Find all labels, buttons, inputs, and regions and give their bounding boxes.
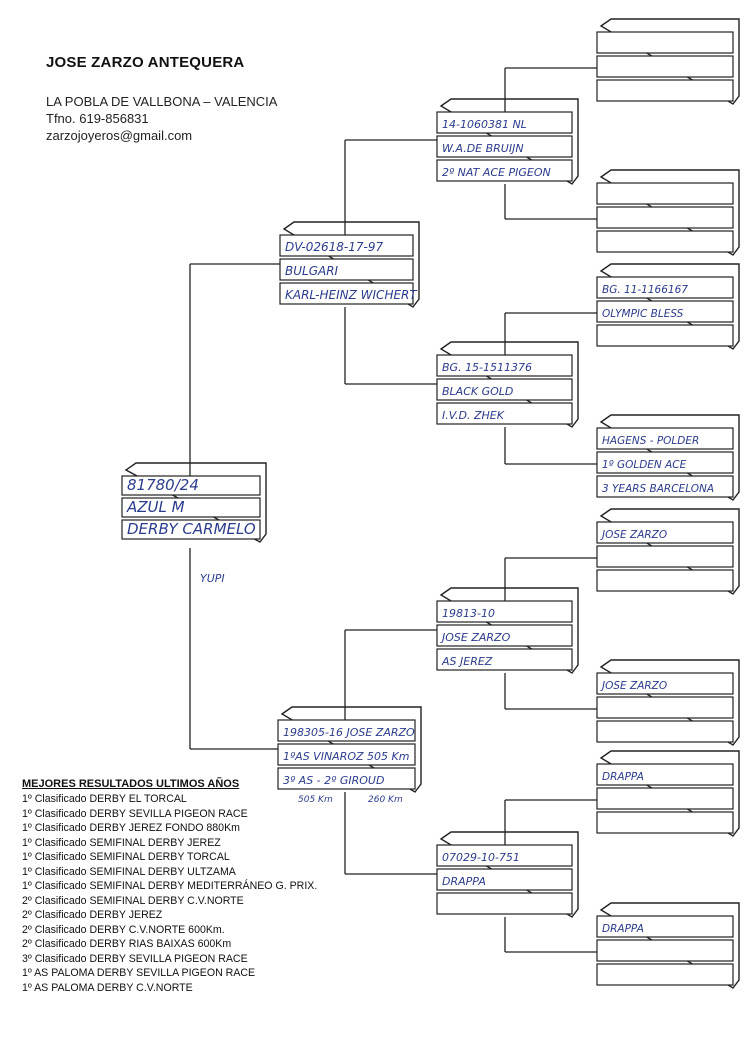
result-item: 2º Clasificado SEMIFINAL DERBY C.V.NORTE (22, 894, 244, 907)
subject-note: YUPI (200, 572, 225, 585)
ggp-box-slot (596, 696, 734, 719)
ggp-box-text: JOSE ZARZO (600, 680, 667, 692)
dam-sire-box-slot (436, 648, 573, 671)
sire-box-text: BULGARI (285, 264, 339, 278)
sire-box-text: KARL-HEINZ WICHERT (285, 288, 418, 302)
ggp-box-slot (596, 182, 734, 205)
sire-dam-box-text: I.V.D. ZHEK (442, 409, 505, 422)
dam-box-text: 3º AS - 2º GIROUD (283, 774, 384, 787)
result-item: 1º AS PALOMA DERBY C.V.NORTE (22, 981, 193, 994)
ggp-box-slot (596, 763, 734, 786)
sire-dam-box-slot (436, 378, 573, 401)
sire-sire-box-text: 2º NAT ACE PIGEON (442, 166, 551, 179)
result-item: 3º Clasificado DERBY SEVILLA PIGEON RACE (22, 952, 248, 965)
dam-box-slot (277, 767, 416, 790)
owner-phone: Tfno. 619-856831 (46, 111, 149, 126)
owner-name: JOSE ZARZO ANTEQUERA (46, 54, 245, 71)
sire-box-slot (279, 234, 414, 257)
result-item: 1º Clasificado DERBY EL TORCAL (22, 793, 187, 805)
sire-dam-box-text: BG. 15-1511376 (442, 361, 532, 374)
ggp-box-text: DRAPPA (602, 771, 644, 783)
ggp-box-slot (596, 324, 734, 347)
result-item: 1º Clasificado DERBY SEVILLA PIGEON RACE (22, 807, 248, 820)
sire-dam-box-slot (436, 402, 573, 425)
result-item: 2º Clasificado DERBY C.V.NORTE 600Km. (22, 923, 225, 936)
ggp-box-slot (596, 545, 734, 568)
ggp-box-slot (596, 720, 734, 743)
sire-sire-box-text: 14-1060381 NL (442, 118, 527, 131)
subject-box-slot (121, 519, 261, 540)
subject-box-slot (121, 475, 261, 496)
ggp-box-text: 3 YEARS BARCELONA (602, 483, 714, 495)
ggp-box-slot (596, 811, 734, 834)
dam-box-slot (277, 743, 416, 766)
ggp-box-text: OLYMPIC BLESS (602, 308, 684, 320)
ggp-box-text: HAGENS - POLDER (602, 435, 699, 447)
ggp-box-slot (596, 230, 734, 253)
owner-address: LA POBLA DE VALLBONA – VALENCIA (46, 94, 278, 109)
owner-email: zarzojoyeros@gmail.com (46, 128, 193, 143)
sire-sire-box-slot (436, 159, 573, 182)
subject-box-text: 81780/24 (127, 476, 199, 494)
result-item: 2º Clasificado DERBY JEREZ (22, 909, 163, 921)
ggp-box-slot (596, 787, 734, 810)
results-title: MEJORES RESULTADOS ULTIMOS AÑOS (22, 778, 240, 790)
ggp-box-slot (596, 79, 734, 102)
result-item: 1º Clasificado DERBY JEREZ FONDO 880Km (22, 822, 240, 834)
ggp-box-text: BG. 11-1166167 (602, 284, 688, 296)
ggp-box-slot (596, 31, 734, 54)
result-item: 2º Clasificado DERBY RIAS BAIXAS 600Km (22, 938, 232, 950)
ggp-box-text: 1º GOLDEN ACE (602, 459, 687, 471)
subject-box-slot (121, 497, 261, 518)
dam-box-slot (277, 719, 416, 742)
sire-box-text: DV-02618-17-97 (285, 240, 383, 254)
sire-box-slot (279, 282, 414, 305)
sire-dam-box-text: BLACK GOLD (442, 385, 513, 398)
ggp-box-slot (596, 206, 734, 229)
result-item: 1º Clasificado SEMIFINAL DERBY ULTZAMA (22, 865, 236, 878)
ggp-box-slot (596, 915, 734, 938)
result-item: 1º AS PALOMA DERBY SEVILLA PIGEON RACE (22, 967, 256, 979)
subject-box-text: DERBY CARMELO (127, 520, 256, 538)
sire-box-slot (279, 258, 414, 281)
result-item: 1º Clasificado SEMIFINAL DERBY MEDITERRÁ… (22, 880, 318, 892)
ggp-box-slot (596, 475, 734, 498)
ggp-box-text: JOSE ZARZO (600, 529, 667, 541)
dam-box-text: 198305-16 JOSE ZARZO (283, 726, 415, 739)
dam-dam-box-slot (436, 868, 573, 891)
dam-sire-box-text: AS JEREZ (441, 655, 493, 668)
ggp-box-text: DRAPPA (602, 923, 644, 935)
result-item: 1º Clasificado SEMIFINAL DERBY JEREZ (22, 836, 221, 849)
ggp-box-slot (596, 521, 734, 544)
dam-dam-box-slot (436, 892, 573, 915)
dam-note: 505 Km (298, 795, 333, 805)
ggp-box-slot (596, 451, 734, 474)
ggp-box-slot (596, 276, 734, 299)
ggp-box-slot (596, 300, 734, 323)
sire-sire-box-text: W.A.DE BRUIJN (442, 142, 524, 155)
result-item: 1º Clasificado SEMIFINAL DERBY TORCAL (22, 851, 230, 863)
ggp-box-slot (596, 672, 734, 695)
dam-note: 260 Km (368, 795, 403, 805)
ggp-box-slot (596, 569, 734, 592)
ggp-box-slot (596, 55, 734, 78)
ggp-box-slot (596, 939, 734, 962)
dam-dam-box-text: DRAPPA (442, 875, 486, 888)
results-list: 1º Clasificado DERBY EL TORCAL 1º Clasif… (22, 792, 317, 995)
sire-sire-box-slot (436, 135, 573, 158)
dam-sire-box-slot (436, 624, 573, 647)
dam-sire-box-text: 19813-10 (442, 607, 495, 620)
dam-dam-box-text: 07029-10-751 (442, 851, 520, 864)
ggp-box-slot (596, 427, 734, 450)
dam-sire-box-text: JOSE ZARZO (440, 631, 511, 644)
subject-box-text: AZUL M (126, 498, 185, 516)
ggp-box-slot (596, 963, 734, 986)
dam-box-text: 1ºAS VINAROZ 505 Km (283, 750, 409, 763)
